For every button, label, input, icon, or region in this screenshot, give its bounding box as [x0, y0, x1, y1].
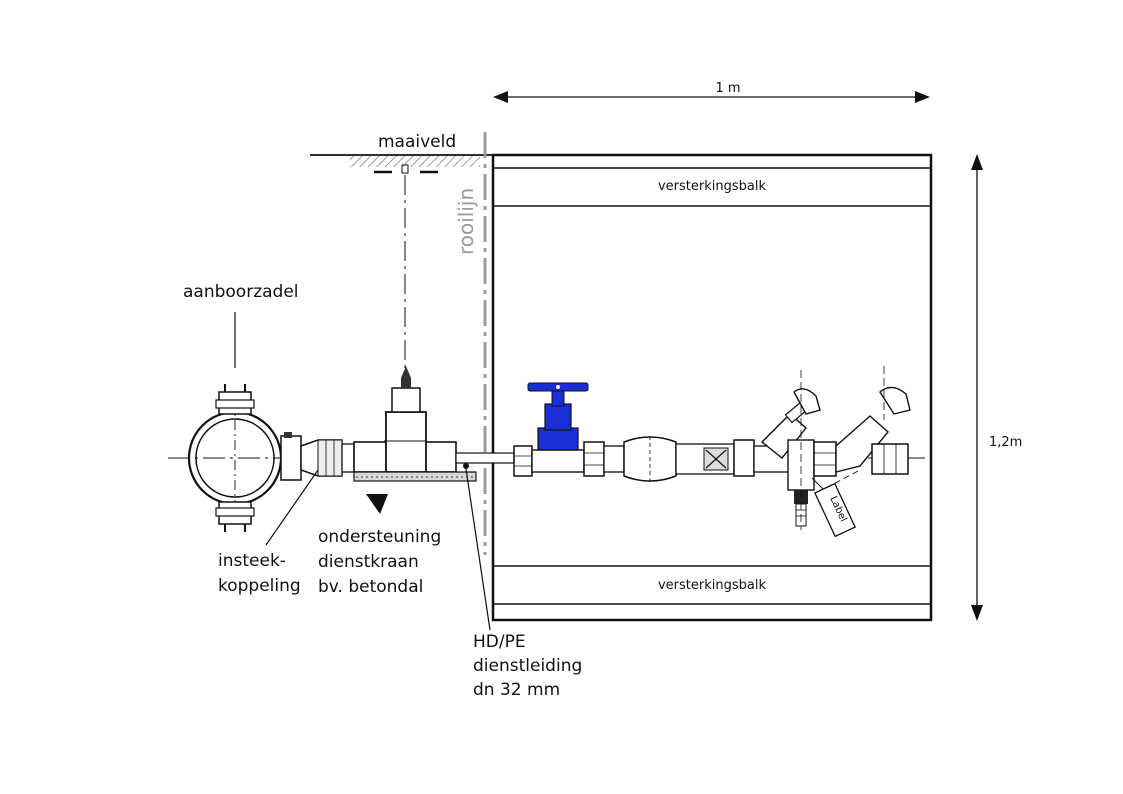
ground-surface — [310, 154, 493, 174]
onder-label-1: ondersteuning — [318, 527, 441, 547]
tapping-saddle — [187, 312, 302, 532]
insteek-label-1: insteek- — [218, 551, 286, 571]
concrete-support — [353, 471, 477, 482]
service-stopcock — [353, 366, 515, 473]
width-dimension — [493, 91, 930, 103]
hdpe-label-2: dienstleiding — [473, 656, 582, 676]
onder-label-3: bv. betondal — [318, 577, 423, 597]
beam-bottom-label: versterkingsbalk — [658, 578, 766, 593]
maaiveld-label: maaiveld — [378, 132, 456, 152]
support-point — [463, 463, 469, 469]
insteek-label-2: koppeling — [218, 576, 301, 596]
onder-label-2: dienstkraan — [318, 552, 419, 572]
aanboorzadel-label: aanboorzadel — [183, 282, 299, 302]
check-valve — [760, 370, 821, 530]
support-arrow — [366, 494, 388, 514]
insertion-coupling — [300, 439, 355, 477]
hdpe-leader — [465, 468, 491, 631]
outlet-valve — [813, 366, 911, 477]
beam-top-label: versterkingsbalk — [658, 179, 766, 194]
main-valve — [527, 382, 589, 451]
meter-pit — [491, 153, 933, 622]
height-dimension — [971, 154, 983, 621]
rooilijn-label: rooilijn — [454, 188, 478, 255]
width-label: 1 m — [715, 81, 740, 96]
hdpe-label-3: dn 32 mm — [473, 680, 560, 700]
insteek-leader — [265, 469, 319, 546]
hdpe-label-1: HD/PE — [473, 632, 526, 652]
height-label: 1,2m — [989, 435, 1022, 450]
label-tag — [811, 469, 861, 538]
